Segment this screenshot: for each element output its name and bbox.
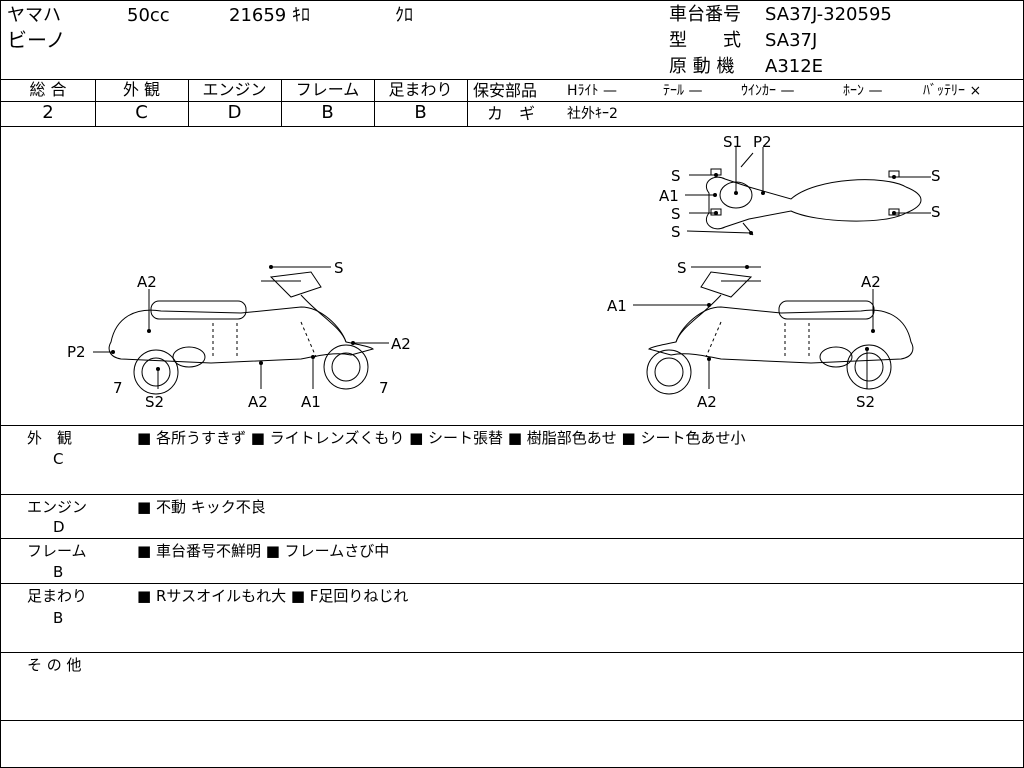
note-frame-text: ■ 車台番号不鮮明 ■ フレームさび中 — [137, 542, 390, 560]
maker: ヤマハ — [7, 5, 61, 26]
frame-no-label: 車台番号 — [669, 4, 741, 25]
note-exterior-text: ■ 各所うすきず ■ ライトレンズくもり ■ シート張替 ■ 樹脂部色あせ ■ … — [137, 429, 746, 447]
grade-frame-label: フレーム — [295, 80, 360, 99]
grade-overall-label: 総 合 — [29, 80, 67, 99]
mark-left-7-rear: 7 — [113, 379, 123, 397]
displacement: 50cc — [127, 5, 170, 26]
color: ｸﾛ — [395, 5, 413, 26]
mileage: 21659 ｷﾛ — [229, 5, 310, 26]
mark-left-a2-front: A2 — [391, 335, 411, 353]
divider — [95, 79, 96, 126]
divider — [281, 79, 282, 126]
note-frame-grade: B — [53, 563, 64, 581]
engine-value: A312E — [765, 56, 824, 77]
note-frame-label: フレーム — [27, 542, 87, 560]
note-engine-label: エンジン — [27, 498, 88, 516]
mark-left-s: S — [334, 259, 344, 277]
divider — [467, 101, 1023, 102]
type-value: SA37J — [765, 30, 818, 51]
mark-right-s2: S2 — [856, 393, 875, 411]
mark-left-a2-floor: A2 — [248, 393, 268, 411]
scooter-top-view — [705, 152, 922, 236]
mark-right-a2-floor: A2 — [697, 393, 717, 411]
mark-left-p2: P2 — [67, 343, 86, 361]
mark-left-a1: A1 — [301, 393, 321, 411]
divider — [1, 425, 1023, 426]
mark-left-s2: S2 — [145, 393, 164, 411]
mark-top-s1: S1 — [723, 133, 742, 151]
key-value: 社外ｷｰ2 — [567, 106, 618, 122]
divider — [188, 79, 189, 126]
grade-exterior-label: 外 観 — [122, 80, 161, 99]
note-exterior-grade: C — [53, 450, 64, 468]
mark-top-s-left-upper: S — [671, 167, 681, 185]
mark-top-s-right-upper: S — [931, 167, 941, 185]
engine-label: 原 動 機 — [669, 56, 735, 77]
note-exterior-label: 外 観 — [27, 429, 73, 447]
model-name: ビーノ — [7, 28, 66, 52]
mark-left-a2-seat: A2 — [137, 273, 157, 291]
divider — [1, 538, 1023, 539]
safety-horn: ﾎｰﾝ — — [843, 83, 883, 99]
divider — [1, 494, 1023, 495]
mark-right-a2-seat: A2 — [861, 273, 881, 291]
safety-winker: ｳｲﾝｶｰ — — [741, 83, 795, 99]
safety-headlight: Hﾗｲﾄ — — [567, 83, 617, 99]
note-suspension-text: ■ Rサスオイルもれ大 ■ F足回りねじれ — [137, 587, 409, 605]
mark-right-a1: A1 — [607, 297, 627, 315]
damage-diagram: S1 P2 S S A1 S S S S A2 P2 A2 7 7 S2 A2 … — [67, 133, 941, 411]
divider — [1, 79, 1023, 80]
divider — [1, 720, 1023, 721]
divider — [374, 79, 375, 126]
leader-lines — [93, 147, 931, 389]
note-engine-grade: D — [53, 518, 65, 536]
grade-exterior-value: C — [135, 102, 148, 123]
mark-top-s-left-lower: S — [671, 205, 681, 223]
grade-overall-value: 2 — [42, 102, 54, 123]
divider — [1, 101, 467, 102]
divider — [1, 126, 1023, 127]
grade-engine-value: D — [227, 102, 242, 123]
divider — [1, 652, 1023, 653]
grade-frame-value: B — [321, 102, 334, 123]
divider — [467, 79, 468, 126]
mark-top-a1: A1 — [659, 187, 679, 205]
frame-no: SA37J-320595 — [765, 4, 892, 25]
divider — [1, 583, 1023, 584]
scooter-right-view — [646, 266, 914, 395]
note-other-label: そ の 他 — [27, 656, 82, 674]
note-engine-text: ■ 不動 キック不良 — [137, 498, 266, 516]
safety-label: 保安部品 — [473, 81, 538, 100]
grade-suspension-value: B — [414, 102, 427, 123]
note-suspension-grade: B — [53, 609, 64, 627]
mark-right-s: S — [677, 259, 687, 277]
grade-engine-label: エンジン — [202, 80, 267, 99]
grade-suspension-label: 足まわり — [388, 80, 453, 99]
mark-left-7-front: 7 — [379, 379, 389, 397]
note-suspension-label: 足まわり — [27, 587, 88, 605]
safety-battery: ﾊﾞｯﾃﾘｰ × — [923, 83, 982, 99]
mark-top-s-right-lower: S — [931, 203, 941, 221]
mark-top-s-bottom: S — [671, 223, 681, 241]
safety-taillight: ﾃｰﾙ — — [663, 83, 703, 99]
mark-top-p2: P2 — [753, 133, 772, 151]
type-label: 型 式 — [669, 30, 741, 51]
key-label: カ ギ — [487, 104, 536, 123]
